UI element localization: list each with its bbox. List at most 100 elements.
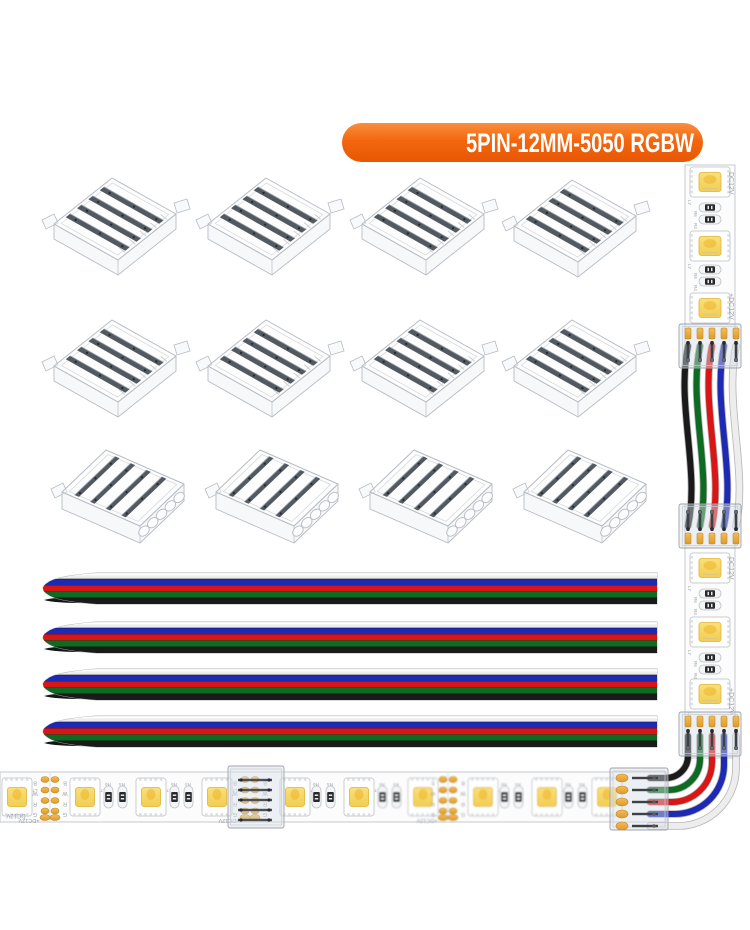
resistor-band: [705, 654, 715, 661]
contact-pad: [720, 715, 728, 728]
connector-tooth-bar: [548, 197, 613, 235]
resistor-code: [106, 794, 111, 796]
led-phosphor: [703, 625, 717, 634]
smd-5050-led: L7: [407, 777, 444, 817]
contact-slot: [722, 341, 726, 362]
connector-tooth-bar: [559, 328, 624, 366]
contact-rivet: [733, 509, 739, 515]
resistor-label: R6: [693, 211, 698, 217]
wire-green: [693, 343, 707, 529]
smd-5050-led: L7: [467, 777, 504, 817]
connector-tooth-bar: [65, 213, 130, 251]
resistor-band: [313, 792, 320, 802]
connector-rim: [520, 184, 630, 258]
resistor-code: [711, 267, 713, 272]
resistor-label: R4: [579, 782, 585, 787]
tooth-dot: [264, 223, 267, 226]
contact-slot: [722, 729, 726, 750]
tooth-dot: [540, 491, 544, 495]
ribbon-wire-black: [43, 646, 657, 653]
tooth-dot: [262, 333, 265, 337]
connector-tooth-bar: [121, 476, 167, 518]
resistor-code: [380, 794, 385, 796]
tooth-dot: [85, 209, 89, 212]
tooth-dot: [587, 490, 590, 494]
contact-slot: [632, 776, 658, 780]
tooth-dot: [464, 482, 467, 486]
tooth-dot: [558, 234, 562, 237]
resistor-label: R6: [693, 661, 698, 667]
tooth-highlight: [275, 476, 317, 516]
pad-label: B: [431, 780, 435, 786]
ribbon-wire-red: [43, 585, 657, 592]
pad-label: G: [263, 811, 267, 817]
badge-pill: [342, 123, 703, 162]
clip-connector-top-view: [41, 319, 191, 418]
ribbon-wire-blue: [43, 675, 657, 682]
connector-rim: [520, 324, 630, 398]
pad-label: G: [233, 811, 237, 817]
resistor-band: [565, 792, 572, 802]
tooth-dot: [556, 477, 559, 480]
ribbon-wire-blue: [43, 628, 657, 635]
smd-5050-led: L7: [687, 678, 731, 718]
tooth-highlight: [81, 204, 142, 239]
tooth-highlight: [429, 476, 471, 516]
contact-pad: [696, 532, 704, 545]
contact-rivet: [652, 776, 656, 780]
product-badge: 5PIN-12MM-5050 RGBW: [342, 123, 703, 162]
tooth-dot: [615, 360, 618, 363]
contact-rivet: [686, 729, 690, 733]
tooth-dot: [108, 333, 111, 337]
connector-tooth-bar: [429, 476, 475, 518]
tooth-dot: [572, 505, 575, 508]
tooth-dot: [121, 214, 124, 217]
connector-tab: [327, 340, 345, 356]
pad-label: G: [63, 811, 67, 817]
tooth-dot: [78, 491, 82, 495]
resistor-band: [105, 792, 112, 802]
comb-tick: [589, 240, 596, 247]
tooth-dot: [451, 227, 455, 230]
smd-5050-led: L7: [279, 777, 316, 817]
connector-body: [207, 177, 331, 261]
ribbon-wire-white: [43, 669, 657, 676]
ribbon-highlight: [43, 716, 657, 719]
smd-5050-led: L7: [343, 777, 380, 817]
tooth-dot: [110, 223, 113, 226]
connector-tab: [501, 355, 519, 372]
contact-rivet: [710, 729, 714, 733]
resistor-code: [380, 798, 385, 800]
tooth-highlight: [105, 469, 147, 509]
tooth-dot: [558, 374, 562, 377]
contact-rivet: [652, 824, 656, 828]
resistor-band: [705, 266, 715, 273]
tooth-dot: [94, 477, 97, 480]
tooth-highlight: [377, 213, 438, 248]
connector-tooth-bar: [275, 476, 321, 518]
gold-pad: [40, 776, 50, 783]
resistor-label: R4: [393, 782, 399, 787]
gold-pad: [615, 785, 629, 795]
contact-rivet: [710, 341, 714, 345]
tooth-dot: [248, 498, 251, 501]
tooth-dot: [571, 484, 575, 487]
tooth-dot: [275, 214, 278, 217]
resistor-label: R6: [313, 782, 319, 787]
tooth-highlight: [235, 204, 296, 239]
smd-5050-led: L7: [1, 777, 38, 817]
connector-tooth-bar: [536, 456, 582, 497]
led-phosphor: [418, 789, 428, 800]
pad-label: R: [431, 801, 435, 807]
tooth-dot: [110, 505, 113, 508]
smd-5050-led: L7: [69, 777, 106, 817]
strip-clip-connector-attached: [678, 711, 742, 757]
tooth-dot: [416, 333, 419, 337]
resistor-label: R6: [171, 782, 177, 787]
contact-pad: [696, 715, 704, 728]
corner-clip-connector: [609, 767, 669, 831]
connector-tab: [358, 482, 376, 499]
contact-pad: [732, 327, 740, 340]
led-phosphor: [703, 175, 717, 184]
